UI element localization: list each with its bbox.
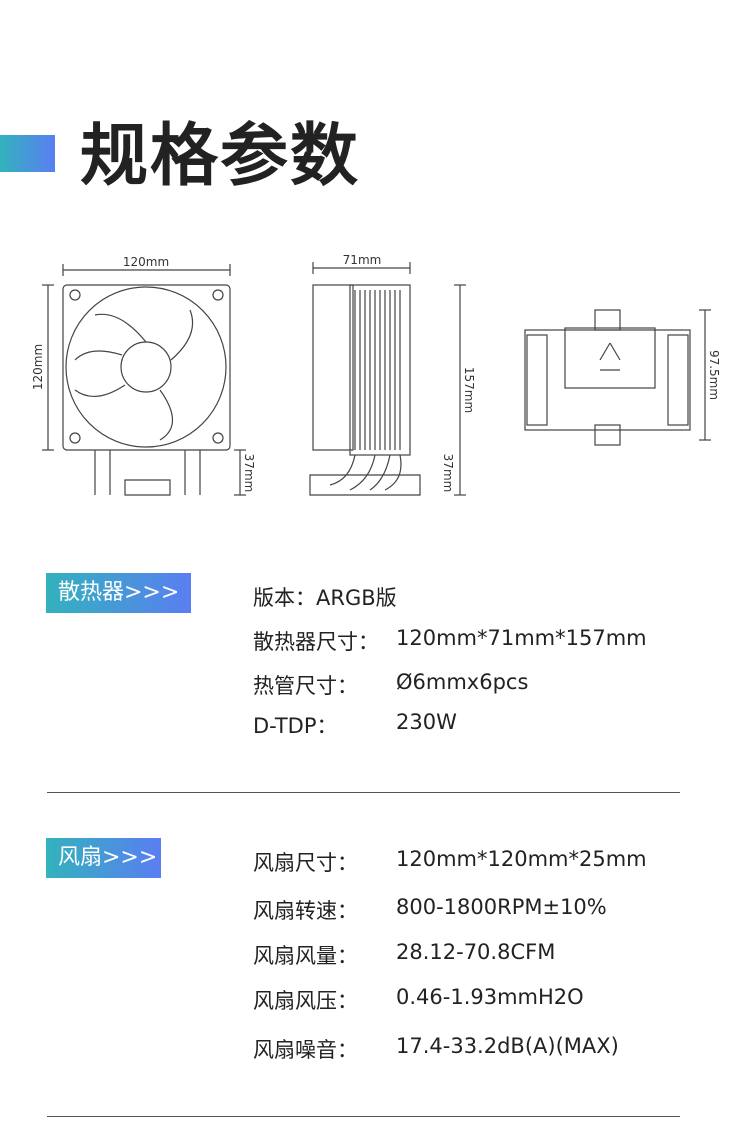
fan-speed-label: 风扇转速： [253,899,358,923]
cooler-dimension-diagram: 120mm 120mm 37mm 71mm 157mm 37mm 97.5mm [31,253,721,496]
heatpipe-label: 热管尺寸： [253,674,358,698]
fan-section-badge: 风扇>>> [46,838,161,878]
tdp-label: D-TDP： [253,714,338,738]
front-width-label: 120mm [123,255,169,269]
fan-noise-value: 17.4-33.2dB(A)(MAX) [396,1034,619,1058]
heatsink-version: 版本：ARGB版 [253,586,397,610]
title-accent-bar [0,135,55,172]
front-base-label: 37mm [242,454,256,493]
side-base-label: 37mm [441,454,455,493]
side-width-label: 71mm [343,253,382,267]
fan-pressure-value: 0.46-1.93mmH2O [396,985,584,1009]
divider [47,792,680,793]
fan-noise-label: 风扇噪音： [253,1038,358,1062]
front-height-label: 120mm [31,344,45,390]
fan-airflow-value: 28.12-70.8CFM [396,940,556,964]
fan-airflow-label: 风扇风量： [253,944,358,968]
heatsink-size-label: 散热器尺寸： [253,630,379,654]
fan-size-value: 120mm*120mm*25mm [396,847,647,871]
heatpipe-value: Ø6mmx6pcs [396,670,529,694]
page-title: 规格参数 [80,117,361,196]
tdp-value: 230W [396,710,457,734]
heatsink-size-value: 120mm*71mm*157mm [396,626,647,650]
heatsink-section-badge: 散热器>>> [46,573,191,613]
fan-pressure-label: 风扇风压： [253,989,358,1013]
fan-size-label: 风扇尺寸： [253,851,358,875]
divider [47,1116,680,1117]
fan-speed-value: 800-1800RPM±10% [396,895,607,919]
top-depth-label: 97.5mm [707,350,721,400]
side-height-label: 157mm [462,367,476,413]
